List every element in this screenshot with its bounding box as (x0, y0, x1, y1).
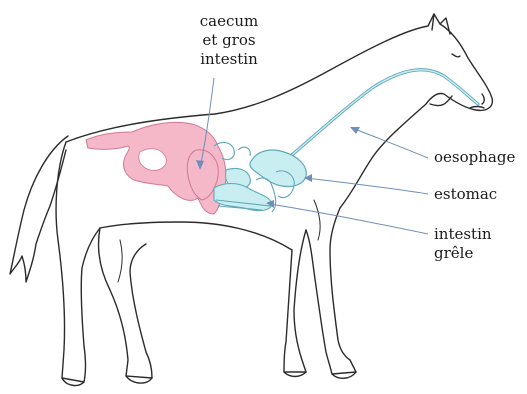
label-caecum-line-2: et gros (192, 31, 266, 50)
pointer-estomac (306, 178, 428, 194)
pointer-intestin (270, 204, 428, 234)
label-caecum-gros-intestin: caecum et gros intestin (192, 12, 266, 69)
oesophagus-tube (286, 70, 478, 160)
label-intestin-grele: intestin grêle (434, 225, 492, 263)
label-oesophage: oesophage (434, 148, 515, 167)
pointer-oesophage (352, 128, 428, 158)
label-caecum-line-3: intestin (192, 50, 266, 69)
stomach (250, 150, 306, 186)
label-intestin-line-1: intestin (434, 225, 492, 244)
label-caecum-line-1: caecum (192, 12, 266, 31)
label-estomac: estomac (434, 185, 497, 204)
label-pointers (200, 78, 428, 234)
label-intestin-line-2: grêle (434, 244, 492, 263)
